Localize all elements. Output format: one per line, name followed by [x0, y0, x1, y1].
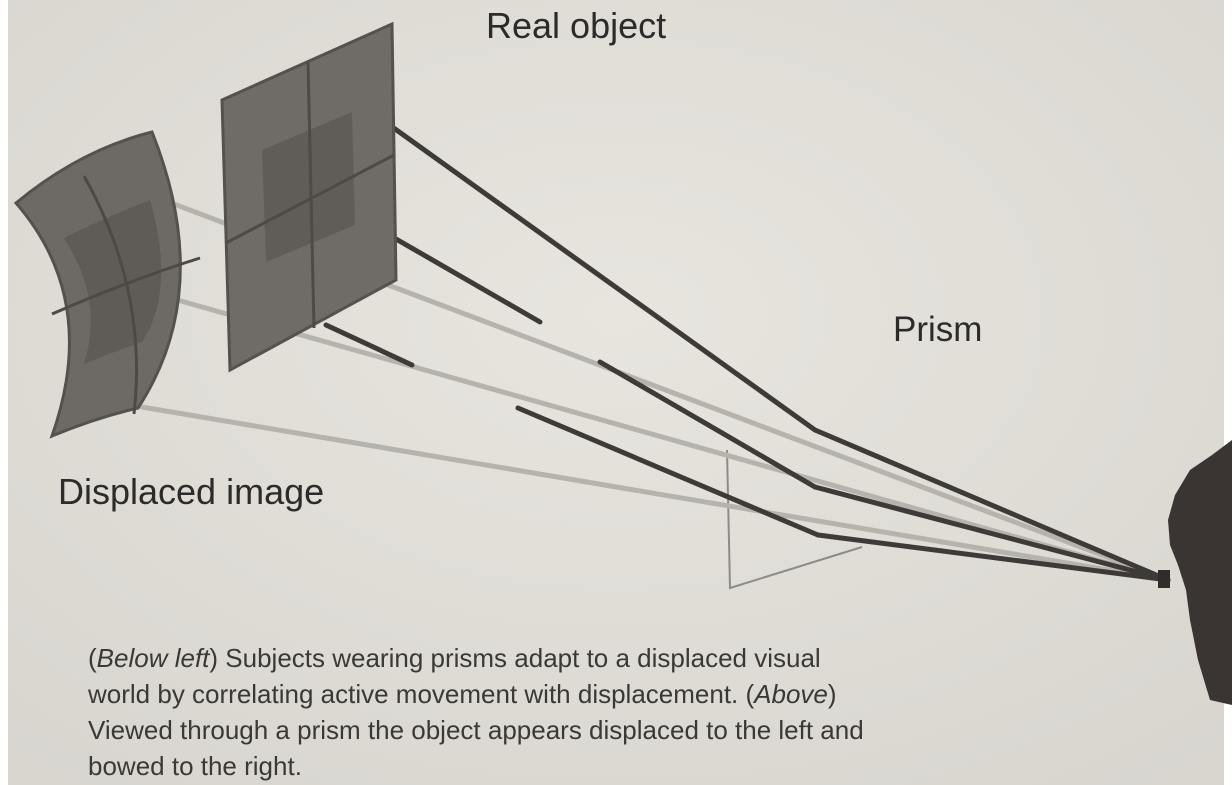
caption-line-1-text: ) Subjects wearing prisms adapt to a dis…	[209, 643, 821, 673]
caption-line-2-close: )	[827, 679, 837, 709]
figure-caption: (Below left) Subjects wearing prisms ada…	[88, 640, 1178, 784]
real-object-label: Real object	[486, 5, 667, 46]
caption-line-2: world by correlating active movement wit…	[88, 676, 1178, 712]
caption-line-4: bowed to the right.	[88, 751, 302, 781]
caption-italic-above: Above	[754, 679, 828, 709]
caption-italic-below-left: Below left	[96, 643, 210, 673]
caption-line-3: Viewed through a prism the object appear…	[88, 715, 864, 745]
prism-label: Prism	[893, 310, 983, 349]
caption-line-2-text: world by correlating active movement wit…	[88, 679, 755, 709]
paper-background	[8, 0, 1224, 785]
displaced-image-label: Displaced image	[58, 471, 325, 512]
real-object-panel	[220, 21, 398, 373]
displaced-image-panel	[13, 130, 201, 439]
viewer-head-silhouette	[1168, 440, 1232, 705]
caption-line-1: (Below left) Subjects wearing prisms ada…	[88, 643, 821, 673]
eye-point	[1158, 570, 1170, 588]
